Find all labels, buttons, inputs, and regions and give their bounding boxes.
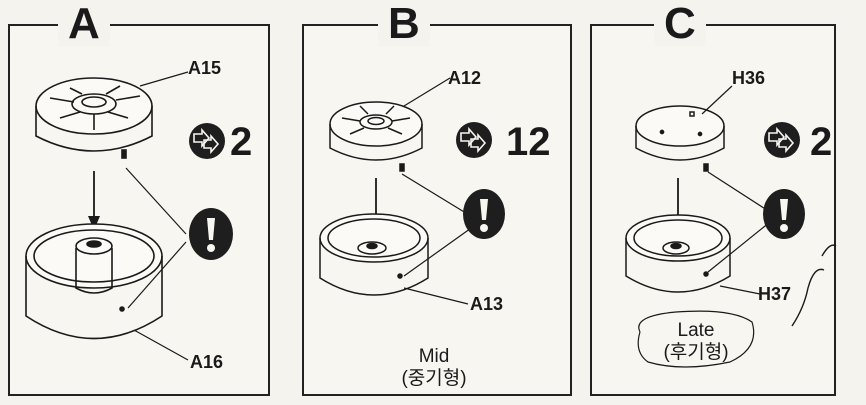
part-label-top: A12 <box>448 68 482 88</box>
panel-letter-c: C <box>654 2 706 46</box>
part-label-bottom: A16 <box>190 352 224 372</box>
wheel-hub-a12 <box>329 101 423 172</box>
part-label-bottom: H37 <box>758 284 792 304</box>
wheel-hub-a15 <box>35 77 153 159</box>
panel-b: B <box>302 2 572 396</box>
wheel-drum-a13 <box>319 213 429 296</box>
step-count: 2 <box>810 120 833 164</box>
wheel-hub-h36 <box>635 105 725 172</box>
step-count: 2 <box>230 120 253 164</box>
panel-c-illustration <box>625 85 837 368</box>
exclamation-warning-icon <box>763 189 805 239</box>
exclamation-warning-icon <box>463 189 505 239</box>
double-arrow-repeat-icon <box>456 122 492 158</box>
panel-c: C <box>590 2 837 396</box>
variant-label: Late (후기형) <box>626 320 766 364</box>
panel-a: A <box>8 2 270 396</box>
panel-letter-a: A <box>58 2 110 46</box>
variant-name: Late <box>677 320 715 341</box>
step-count: 12 <box>506 120 551 164</box>
wheel-drum-a16 <box>25 223 163 340</box>
double-arrow-repeat-icon <box>764 122 800 158</box>
panel-b-illustration <box>319 77 505 305</box>
panel-a-illustration <box>25 71 233 361</box>
panel-letter-b: B <box>378 2 430 46</box>
variant-name-korean: (후기형) <box>663 342 729 363</box>
variant-label: Mid (중기형) <box>364 346 504 390</box>
part-label-top: H36 <box>732 68 766 88</box>
variant-name-korean: (중기형) <box>401 368 467 389</box>
variant-name: Mid <box>418 346 450 367</box>
part-label-bottom: A13 <box>470 294 504 314</box>
exclamation-warning-icon <box>189 208 233 260</box>
wheel-drum-h37 <box>625 214 731 293</box>
part-label-top: A15 <box>188 58 222 78</box>
double-arrow-repeat-icon <box>189 123 225 159</box>
